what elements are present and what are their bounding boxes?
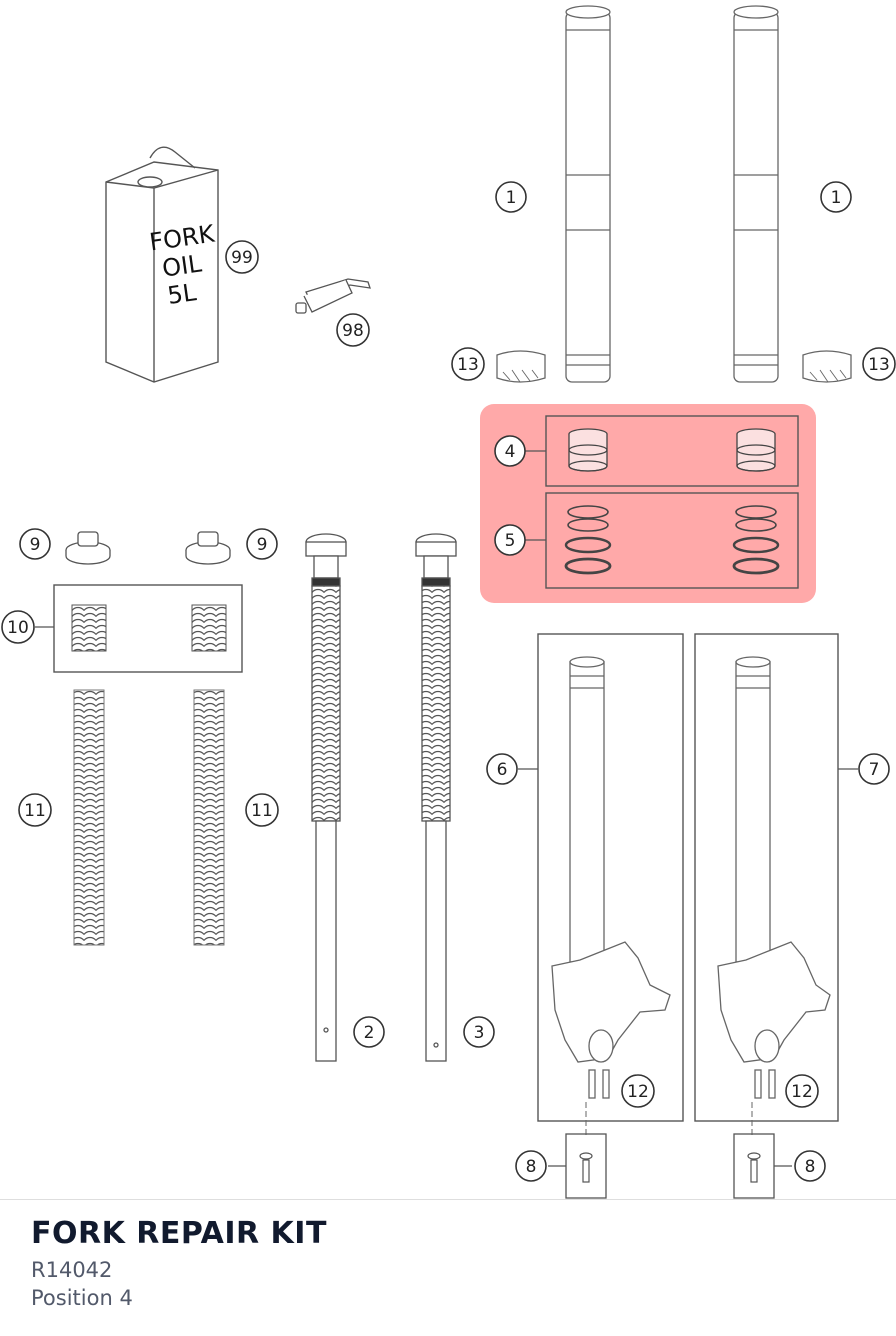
seals-left: [564, 505, 612, 575]
part-info-footer: FORK REPAIR KIT R14042 Position 4: [0, 1199, 896, 1336]
part-position: Position 4: [31, 1286, 133, 1310]
part-title: FORK REPAIR KIT: [31, 1216, 327, 1251]
fork-spring-left: [73, 689, 105, 946]
callout-6-label: 6: [497, 760, 508, 780]
preload-spring-left: [71, 604, 107, 652]
callout-1-left[interactable]: [495, 181, 527, 213]
outer-tube-right: [717, 656, 831, 1138]
inner-tube-left: [565, 5, 611, 383]
callout-9-right[interactable]: [246, 528, 278, 560]
callout-8-right[interactable]: [794, 1150, 826, 1182]
callout-11-right-label: 11: [251, 801, 273, 821]
box-outer-tube-left: [537, 633, 684, 1122]
callout-99[interactable]: [225, 240, 259, 274]
callout-11-left-label: 11: [24, 801, 46, 821]
callout-3[interactable]: [463, 1016, 495, 1048]
callout-9-left[interactable]: [19, 528, 51, 560]
callout-11-left[interactable]: [18, 793, 52, 827]
guide-bushing-left: [496, 350, 546, 383]
bushing-left: [568, 428, 608, 472]
callout-12-right[interactable]: [785, 1074, 819, 1108]
callout-8-left-label: 8: [526, 1157, 537, 1177]
callout-99-label: 99: [231, 248, 253, 268]
callout-8-left[interactable]: [515, 1150, 547, 1182]
callout-1-right[interactable]: [820, 181, 852, 213]
bolt-right: [747, 1152, 761, 1183]
part-number: R14042: [31, 1258, 113, 1282]
callout-9-right-label: 9: [257, 535, 268, 555]
callout-6[interactable]: [486, 753, 518, 785]
oil-can: [105, 146, 219, 383]
callout-4-label: 4: [505, 442, 516, 462]
callout-7-label: 7: [869, 760, 880, 780]
cap-right: [185, 531, 231, 565]
callout-5-label: 5: [505, 531, 516, 551]
box-preload-springs: [53, 584, 243, 673]
oil-can-label-3: 5L: [166, 278, 199, 310]
preload-spring-right: [191, 604, 227, 652]
seals-right: [732, 505, 780, 575]
callout-13-left[interactable]: [451, 347, 485, 381]
callout-10-label: 10: [7, 618, 29, 638]
bolt-left: [579, 1152, 593, 1183]
callout-5[interactable]: [494, 524, 526, 556]
fork-spring-right: [193, 689, 225, 946]
callout-2[interactable]: [353, 1016, 385, 1048]
bushing-right: [736, 428, 776, 472]
callout-98[interactable]: [336, 313, 370, 347]
callout-10[interactable]: [1, 610, 35, 644]
callout-1-right-label: 1: [831, 188, 842, 208]
oil-can-label-2: OIL: [160, 249, 203, 282]
inner-tube-right: [733, 5, 779, 383]
callout-2-label: 2: [364, 1023, 375, 1043]
callout-13-right[interactable]: [862, 347, 896, 381]
cap-left: [65, 531, 111, 565]
grease-tube: [295, 278, 371, 314]
callout-7[interactable]: [858, 753, 890, 785]
guide-bushing-right: [802, 350, 852, 383]
callout-12-left[interactable]: [621, 1074, 655, 1108]
outer-tube-left: [551, 656, 671, 1138]
exploded-parts-diagram: FORK OIL 5L: [1, 5, 896, 1199]
callout-4[interactable]: [494, 435, 526, 467]
callout-13-left-label: 13: [457, 355, 479, 375]
callout-98-label: 98: [342, 321, 364, 341]
box-outer-tube-right: [694, 633, 839, 1122]
callout-8-right-label: 8: [805, 1157, 816, 1177]
damper-cartridge-left: [305, 533, 347, 1062]
damper-cartridge-right: [415, 533, 457, 1062]
callout-12-left-label: 12: [627, 1082, 649, 1102]
callout-1-left-label: 1: [506, 188, 517, 208]
callout-13-right-label: 13: [868, 355, 890, 375]
highlight-region[interactable]: [480, 404, 816, 603]
callout-3-label: 3: [474, 1023, 485, 1043]
callout-11-right[interactable]: [245, 793, 279, 827]
leader-lines: [35, 450, 858, 1167]
callout-9-left-label: 9: [30, 535, 41, 555]
callout-12-right-label: 12: [791, 1082, 813, 1102]
